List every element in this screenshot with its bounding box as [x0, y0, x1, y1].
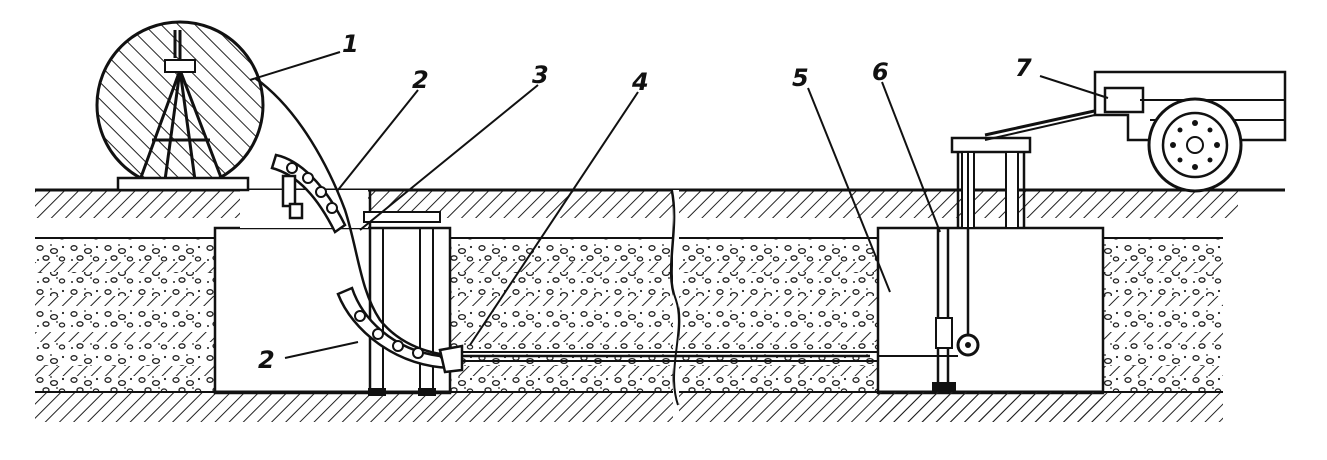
launch-pit	[213, 190, 452, 396]
cable-drum	[95, 20, 265, 192]
callout-6: 6	[872, 58, 889, 86]
winch-assembly	[878, 106, 1109, 392]
cable-route	[254, 76, 878, 374]
leader-lines	[249, 51, 1109, 359]
winch-box	[1103, 86, 1145, 114]
callouts: 1 2 3 4 5 6 7 2	[258, 30, 1032, 374]
callout-7: 7	[1015, 54, 1032, 82]
callout-3: 3	[532, 61, 549, 89]
callout-4: 4	[631, 68, 649, 96]
callout-1: 1	[342, 30, 359, 58]
callout-2-bottom: 2	[258, 346, 275, 374]
callout-5: 5	[792, 64, 809, 92]
receiving-pit	[876, 226, 1105, 422]
callout-2-top: 2	[412, 66, 429, 94]
winch-truck	[1093, 70, 1287, 193]
guide-nozzle	[438, 344, 464, 374]
